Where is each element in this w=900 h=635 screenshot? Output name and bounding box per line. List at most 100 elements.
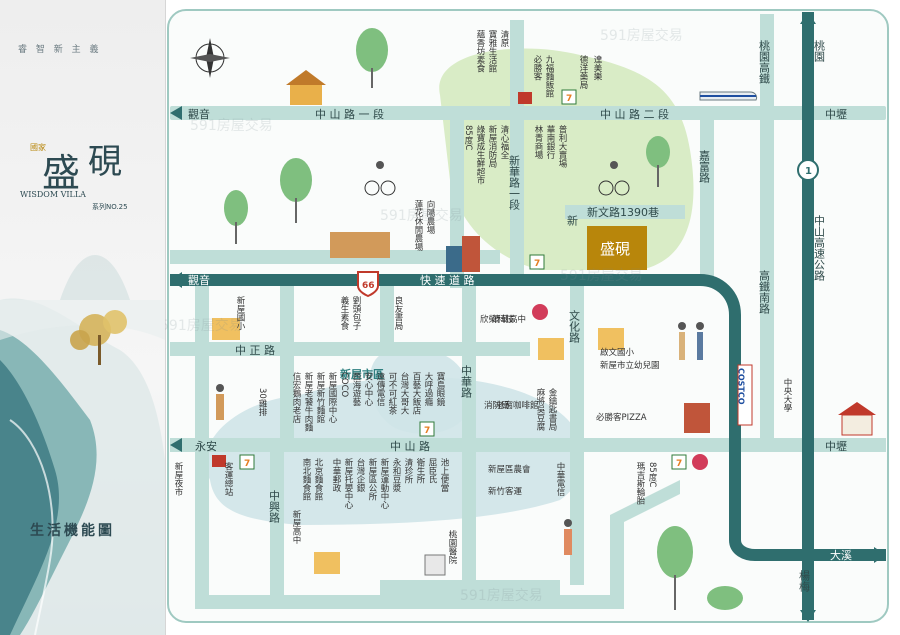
poi-p19: 劉頭包子 bbox=[351, 295, 361, 330]
freeway-shield: 1 bbox=[797, 159, 819, 181]
poi-p55: 永和豆漿 bbox=[391, 457, 401, 492]
poi-p52: 台灣企銀 bbox=[355, 457, 365, 493]
poi-p15: 蓮花休閒農場 bbox=[413, 199, 423, 252]
expressway-number: 66 bbox=[362, 281, 375, 291]
poi-p37: 西海遊藝 bbox=[351, 372, 361, 407]
svg-text:591房屋交易: 591房屋交易 bbox=[460, 587, 543, 604]
svg-text:591房屋交易: 591房屋交易 bbox=[600, 27, 683, 44]
poi-p58: 屈臣氏 bbox=[427, 458, 437, 484]
poi-p49: 北京麵食館 bbox=[313, 458, 323, 501]
brand-en: WISDOM VILLA bbox=[20, 190, 86, 199]
poi-p61: 新竹客運 bbox=[488, 486, 523, 497]
poi-p65: 桃園醫院 bbox=[447, 529, 457, 565]
expressway-shield: 66 bbox=[357, 271, 379, 298]
poi-p30: 中央大學 bbox=[782, 377, 792, 413]
svg-text:591房屋交易: 591房屋交易 bbox=[190, 117, 273, 134]
poi-p09: 綠寶成生鮮超市 bbox=[475, 124, 485, 185]
freeway-number: 1 bbox=[805, 166, 812, 177]
people-illustrations bbox=[216, 161, 704, 555]
poi-p50: 中華郵政 bbox=[331, 457, 341, 493]
vertical-road-labels: 桃園高鐵 桃園 高鐵南路 嘉富路 新華路一段 文化路 中華路 中興路 中山高速公… bbox=[268, 39, 826, 593]
poi-p21: 欣榮科技 bbox=[480, 314, 515, 325]
poi-p28: 啟文國小 bbox=[600, 347, 635, 358]
poi-p14: 普利大賣場 bbox=[557, 124, 567, 168]
poi-p24: 老窩咖啡館 bbox=[496, 400, 539, 411]
left-road bbox=[195, 280, 209, 600]
poi-p32: 信宏鵝肉老店 bbox=[291, 371, 301, 424]
road-label-zhongli-top: 中壢 bbox=[825, 107, 847, 121]
poi-p10: 新屋消防局 bbox=[487, 124, 497, 168]
poi-p42: 百藝大飯店 bbox=[411, 372, 421, 415]
poi-p05: 九福麵飯館 bbox=[544, 55, 554, 98]
zhongzheng-road bbox=[170, 342, 530, 356]
slogan: 睿 智 新 主 義 bbox=[18, 45, 102, 55]
poi-p20: 良友書局 bbox=[393, 295, 403, 331]
bus-icons bbox=[212, 92, 532, 467]
expressway bbox=[170, 274, 886, 561]
heart-icons bbox=[532, 304, 708, 470]
poi-p57: 衛生所 bbox=[415, 457, 425, 484]
svg-text:591房屋交易: 591房屋交易 bbox=[165, 317, 243, 334]
road-label-guanyin-mid: 觀音 bbox=[188, 273, 210, 287]
poi-p44: 寶島眼鏡 bbox=[435, 371, 445, 407]
road-label-zhongxing: 中興路 bbox=[268, 490, 281, 524]
road-arrows bbox=[170, 12, 886, 622]
poi-p04: 必勝客 bbox=[532, 54, 542, 81]
poi-p11: 清心福全 bbox=[499, 124, 509, 159]
poi-p64: 85度C bbox=[647, 462, 657, 487]
road-label-zhongshan-2: 中 山 路 二 段 bbox=[600, 107, 669, 121]
poi-p60: 新屋區農會 bbox=[488, 464, 531, 475]
road-label-xinwen-head: 新 bbox=[566, 214, 579, 226]
map-title: 生活機能圖 bbox=[30, 523, 115, 539]
poi-p18: 義生素食 bbox=[339, 295, 349, 331]
high-speed-train-icon bbox=[699, 91, 758, 101]
poi-p13: 華南銀行 bbox=[545, 124, 555, 160]
road-label-zhongshan-1: 中 山 路 一 段 bbox=[315, 107, 384, 121]
road-label-guanyin-top: 觀音 bbox=[188, 107, 210, 121]
road-label-daxi: 大溪 bbox=[830, 548, 852, 562]
road-label-zhongzheng: 中 正 路 bbox=[235, 344, 275, 357]
landscape-art bbox=[0, 255, 165, 635]
poi-p06: 德洋藥局 bbox=[578, 54, 588, 90]
road-label-yongan: 永安 bbox=[195, 439, 217, 453]
brand-logo-main: 盛 bbox=[42, 151, 81, 195]
life-function-map: 觀音 中 山 路 一 段 中 山 路 二 段 中壢 觀音 快 速 道 路 中 正… bbox=[165, 9, 889, 623]
watermarks: 591房屋交易 591房屋交易 591房屋交易 591房屋交易 591房屋交易 … bbox=[165, 27, 683, 604]
poi-p29: 新屋市立幼兒園 bbox=[600, 360, 660, 371]
poi-p43: 大呼過癮 bbox=[423, 371, 433, 407]
seven-icon-5: 7 bbox=[244, 459, 250, 469]
poi-p41: 台灣大哥大 bbox=[399, 371, 409, 415]
site-marker: 盛硯 bbox=[587, 226, 647, 270]
mid-road-2 bbox=[380, 285, 394, 355]
poi-p22: 清華高中 bbox=[492, 314, 526, 325]
jiafu-road bbox=[700, 106, 714, 286]
roads bbox=[170, 14, 886, 609]
poi-p53: 新屋區公所 bbox=[367, 457, 377, 501]
poi-p47: 新屋高中 bbox=[291, 509, 301, 545]
brand-logo: 盛 硯 國家 WISDOM VILLA 系列NO.25 bbox=[20, 128, 148, 218]
poi-p27: 必勝客PIZZA bbox=[596, 412, 647, 423]
poi-p34: 新屋新竹麵館 bbox=[315, 371, 325, 424]
seven-icon-1: 7 bbox=[566, 94, 572, 104]
zhongshan-road-low bbox=[170, 438, 886, 452]
poi-p16: 向陽農場 bbox=[425, 199, 435, 235]
poi-p51: 新屋托嬰中心 bbox=[343, 457, 353, 509]
road-label-xinwen: 新文路1390巷 bbox=[587, 205, 659, 219]
poi-p54: 新屋運動中心 bbox=[379, 457, 389, 509]
poi-p33: 新屋老饕牛肉麵 bbox=[303, 371, 313, 432]
poi-p08: 85度C bbox=[463, 125, 473, 150]
poi-p01: 蘊香坊素食 bbox=[475, 29, 485, 73]
road-label-yangmei: 楊梅 bbox=[798, 569, 811, 593]
road-label-zhongli-low: 中壢 bbox=[825, 439, 847, 453]
zhonghua-road bbox=[462, 285, 476, 585]
poi-p46: 新屋夜市 bbox=[173, 461, 183, 497]
road-label-expressway: 快 速 道 路 bbox=[420, 273, 475, 287]
poi-p02: 寶雅生活館 bbox=[487, 29, 497, 73]
gaotie-road bbox=[760, 14, 774, 444]
poi-p25: 麻將吳豆腐 bbox=[535, 387, 545, 431]
poi-p35: 新屋國際中心 bbox=[327, 371, 337, 423]
seven-icon-4: 7 bbox=[676, 459, 682, 469]
south-road bbox=[195, 480, 680, 609]
